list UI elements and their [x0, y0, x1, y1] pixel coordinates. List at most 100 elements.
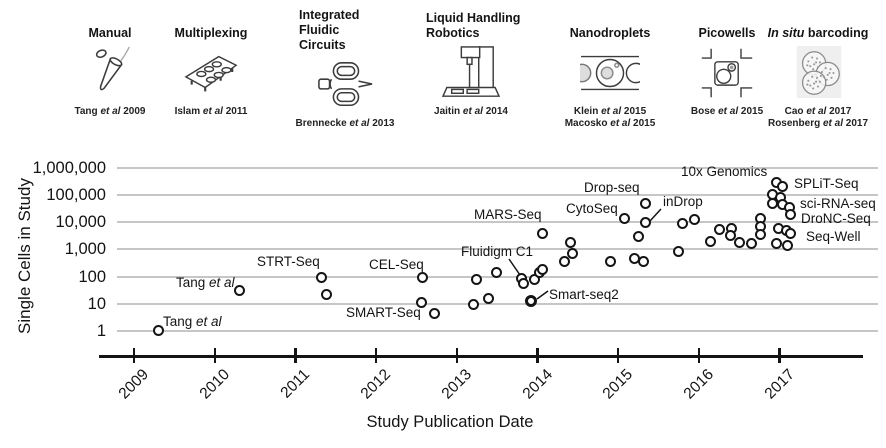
chart-annotation: Seq-Well	[806, 229, 861, 244]
y-axis-title: Single Cells in Study	[15, 178, 34, 334]
scatter-point	[746, 238, 758, 250]
scatter-point	[785, 209, 797, 221]
scatter-point	[689, 214, 701, 226]
x-tick-label: 2011	[277, 366, 314, 402]
scatter-point	[771, 238, 783, 250]
scatter-point	[468, 298, 480, 310]
multiwell-plate-icon	[160, 44, 262, 102]
scatter-point	[525, 295, 538, 307]
chart-annotation: Fluidigm C1	[461, 244, 534, 259]
y-tick-label: 10	[87, 294, 106, 313]
x-tick-label: 2015	[599, 366, 637, 403]
tech-title: Nanodroplets	[569, 26, 651, 40]
scatter-point	[321, 289, 333, 301]
cell-cluster-icon	[759, 44, 877, 102]
scatter-point	[152, 325, 164, 337]
tech-title: Manual	[88, 26, 132, 40]
chart-annotation: SMART-Seq	[346, 305, 421, 320]
tech-citation: Bose et al 2015	[690, 106, 764, 117]
tech-citation: Islam et al 2011	[174, 106, 248, 117]
scatter-point	[632, 231, 644, 243]
y-gridline	[117, 221, 878, 224]
chart-annotation: Smart-seq2	[549, 287, 619, 302]
scatter-point	[537, 228, 549, 240]
scatter-point	[416, 296, 428, 308]
scatter-point	[491, 267, 503, 279]
tech-citation: Tang et al 2009	[74, 106, 146, 117]
chart-annotation: CytoSeq	[566, 201, 618, 216]
tech-group: Picowells Bose et al 2015	[680, 8, 774, 118]
x-tick-label: 2012	[357, 366, 395, 403]
y-gridline	[117, 302, 878, 305]
scatter-point	[482, 292, 494, 304]
fluidic-chip-icon	[294, 56, 396, 114]
y-tick-label: 1	[96, 322, 106, 340]
scatter-point	[637, 256, 649, 268]
scatter-point	[618, 212, 630, 224]
scatter-point	[781, 240, 793, 252]
x-axis-line	[99, 355, 863, 358]
tech-citation: Brennecke et al 2013	[295, 118, 395, 129]
tech-title: Picowells	[698, 26, 756, 40]
chart-annotation: sci-RNA-seq	[800, 196, 876, 211]
chart-annotation: MARS-Seq	[474, 207, 542, 222]
chart-annotation: DroNC-Seq	[801, 211, 871, 226]
scatter-point	[537, 264, 549, 276]
y-gridline	[117, 248, 878, 251]
nanodroplets-icon	[556, 44, 664, 102]
scatter-point	[777, 181, 789, 193]
chart-annotation: inDrop	[663, 194, 703, 209]
x-axis-title: Study Publication Date	[366, 413, 534, 431]
tech-citation: Jaitin et al 2014	[434, 106, 508, 117]
scatter-point	[605, 256, 617, 268]
scatter-point	[785, 228, 797, 240]
chart-annotation: 10x Genomics	[681, 164, 768, 179]
scatter-point	[518, 278, 530, 290]
scatter-point	[677, 218, 689, 230]
scatter-point	[315, 272, 327, 284]
scatter-point	[673, 246, 685, 258]
x-tick-label: 2016	[680, 366, 717, 403]
tech-title: In situ barcoding	[767, 26, 869, 40]
scatter-point	[734, 237, 746, 249]
scatter-point	[755, 229, 767, 241]
x-tick-label: 2009	[115, 366, 153, 403]
pipette-tube-icon	[63, 44, 157, 102]
scatter-point	[639, 217, 651, 229]
scatter-point	[559, 256, 571, 268]
chart-annotation: SPLiT-Seq	[794, 176, 859, 191]
scatter-point	[725, 230, 737, 242]
x-tick-label: 2017	[761, 366, 798, 403]
chart-annotation: CEL-Seq	[369, 257, 424, 272]
y-tick-label: 1,000,000	[32, 158, 106, 177]
scatter-point	[714, 224, 726, 236]
scatter-point	[705, 236, 717, 248]
scatter-point	[471, 273, 483, 285]
x-tick-label: 2010	[196, 366, 233, 403]
y-tick-label: 10,000	[55, 213, 106, 232]
tech-group: Manual Tang et al 2009	[63, 8, 157, 118]
chart-annotation: Drop-seq	[584, 180, 640, 195]
liquid-handler-icon	[421, 44, 521, 102]
y-gridline	[117, 330, 878, 332]
scatter-point	[766, 198, 778, 210]
scatter-point	[564, 237, 576, 249]
scatter-point	[417, 272, 429, 284]
scatter-point	[566, 248, 578, 260]
scatter-point	[429, 307, 441, 319]
y-tick-label: 100,000	[46, 186, 106, 204]
x-tick-label: 2014	[519, 366, 556, 403]
tech-group: Multiplexing Islam et al 2011	[160, 8, 262, 118]
x-tick-label: 2013	[438, 366, 475, 403]
y-gridline	[117, 166, 878, 169]
annotation-leader-line	[536, 290, 549, 300]
scatter-point	[234, 285, 246, 297]
